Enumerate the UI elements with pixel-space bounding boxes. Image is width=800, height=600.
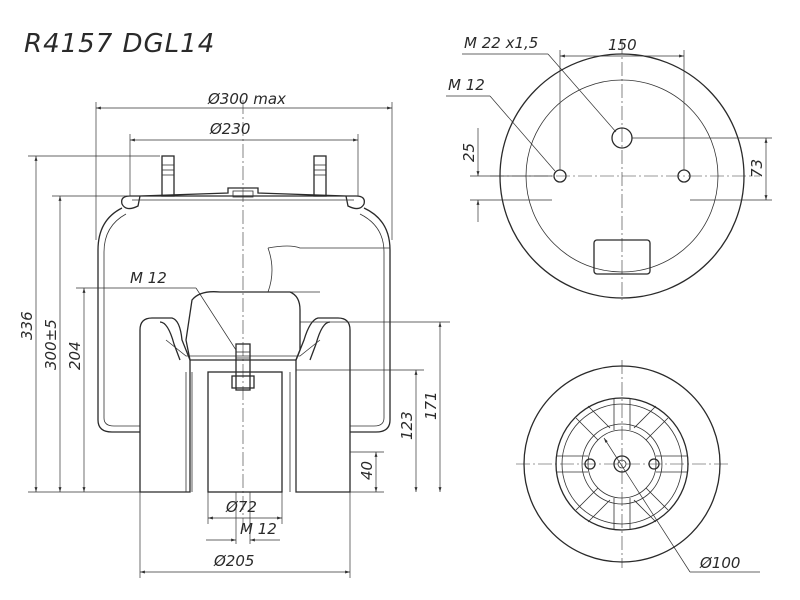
dim-m12-top: M 12 [448, 76, 485, 94]
dim-m12-side: M 12 [130, 269, 167, 287]
dim-m12-bottom: M 12 [240, 520, 277, 538]
top-plate [121, 187, 365, 210]
bottom-view: Ø100 [516, 360, 760, 573]
dim-d300max: Ø300 max [207, 90, 286, 108]
dim-w150: 150 [608, 36, 637, 54]
piston-left [139, 317, 191, 493]
dim-d72: Ø72 [225, 498, 257, 516]
stud-left [161, 155, 175, 197]
dim-h25: 25 [460, 143, 478, 162]
piston-bore [207, 371, 283, 493]
dim-h123: 123 [398, 411, 416, 440]
dim-d230: Ø230 [209, 120, 250, 138]
dim-h171: 171 [422, 391, 440, 420]
bottom-center-hole [613, 455, 631, 473]
center-bolt [231, 343, 255, 391]
dim-m22: M 22 x1,5 [464, 34, 538, 52]
dim-h73: 73 [748, 159, 766, 178]
dim-h40: 40 [358, 461, 376, 480]
dim-h204: 204 [66, 341, 84, 370]
side-view: Ø300 max Ø230 M 12 336 300±5 204 171 123… [18, 90, 450, 578]
top-view: 150 M 22 x1,5 M 12 25 73 [446, 34, 772, 300]
dim-h336: 336 [18, 311, 36, 340]
label-plate [593, 239, 651, 275]
dim-d100: Ø100 [699, 554, 740, 572]
bottom-hole-left [584, 458, 596, 470]
bellows [97, 207, 140, 433]
drawing-title: R4157 DGL14 [24, 29, 215, 59]
dim-d205: Ø205 [213, 552, 254, 570]
piston-right [295, 317, 351, 493]
dim-h300: 300±5 [42, 319, 60, 370]
piston-core [185, 291, 301, 361]
bottom-hole-right [648, 458, 660, 470]
stud-right [313, 155, 327, 197]
